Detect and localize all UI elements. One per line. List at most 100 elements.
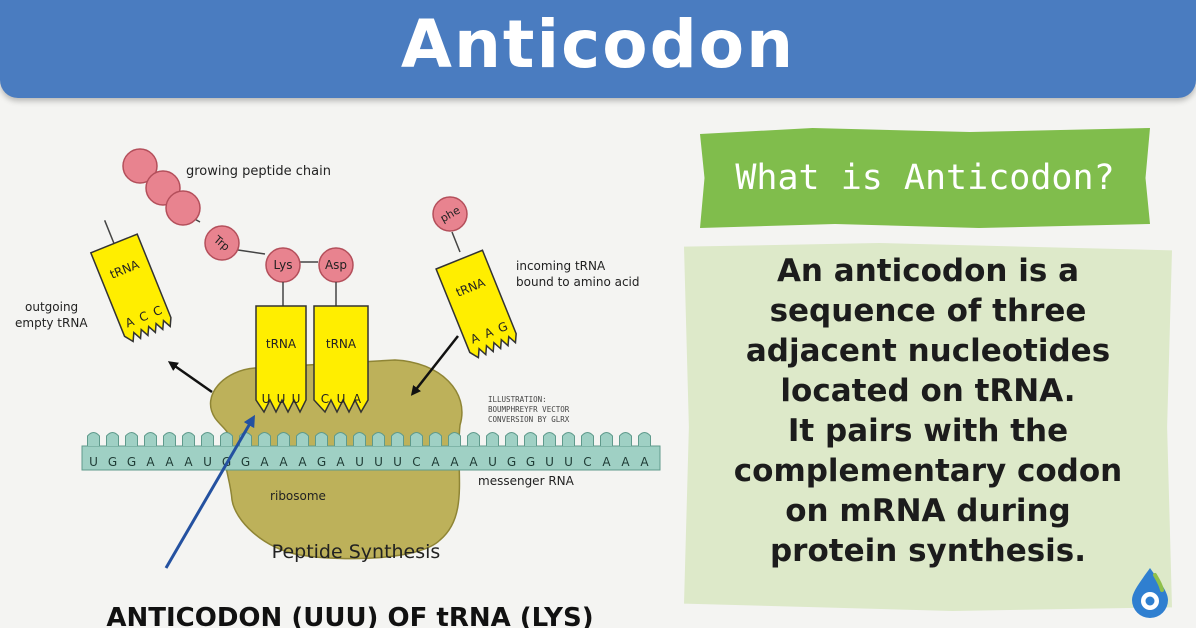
mrna-tooth bbox=[201, 432, 214, 446]
illustration-credit: ILLUSTRATION: BOUMPHREYFR VECTOR CONVERS… bbox=[488, 395, 570, 424]
definition-line: located on tRNA. bbox=[780, 373, 1076, 409]
svg-text:A: A bbox=[353, 392, 362, 406]
mrna-base: U bbox=[355, 455, 364, 469]
amino-acid-trp bbox=[204, 225, 240, 261]
mrna-base: A bbox=[621, 455, 630, 469]
mrna-tooth bbox=[315, 432, 328, 446]
arrow-outgoing bbox=[167, 361, 213, 394]
mrna-base: A bbox=[146, 455, 155, 469]
mrna-base: A bbox=[431, 455, 440, 469]
arrow-incoming bbox=[410, 335, 459, 396]
amino-label-lys: Lys bbox=[274, 258, 293, 272]
page-title: Anticodon bbox=[400, 6, 796, 83]
mrna-tooth bbox=[296, 432, 309, 446]
label-growing-peptide-chain: growing peptide chain bbox=[186, 164, 331, 179]
anticodon-base: U bbox=[277, 392, 286, 406]
definition-line: sequence of three bbox=[769, 293, 1087, 329]
mrna-tooth bbox=[277, 432, 290, 446]
mrna-tooth bbox=[410, 432, 423, 446]
definition-line: complementary codon bbox=[733, 453, 1123, 489]
anticodon-base: U bbox=[292, 392, 301, 406]
trna-asp: tRNA C U A bbox=[313, 305, 369, 414]
mrna-base: C bbox=[412, 455, 420, 469]
mrna-base: A bbox=[450, 455, 459, 469]
mrna-base: A bbox=[260, 455, 269, 469]
mrna-base: U bbox=[488, 455, 497, 469]
mrna-tooth bbox=[334, 432, 347, 446]
mrna-tooth bbox=[372, 432, 385, 446]
mrna-base: A bbox=[469, 455, 478, 469]
mrna-tooth bbox=[125, 432, 138, 446]
mrna-tooth bbox=[505, 432, 518, 446]
svg-text:BOUMPHREYFR VECTOR: BOUMPHREYFR VECTOR bbox=[488, 405, 570, 414]
mrna-tooth bbox=[353, 432, 366, 446]
mrna-base: A bbox=[298, 455, 307, 469]
mrna-base: U bbox=[374, 455, 383, 469]
mrna-base: A bbox=[336, 455, 345, 469]
definition-line: protein synthesis. bbox=[769, 533, 1087, 569]
mrna-base: G bbox=[317, 455, 326, 469]
mrna-sequence: UGGAAAUGGAAAGAUUUCAAAUGGUUCAAA bbox=[89, 455, 649, 469]
amino-acid-phe bbox=[432, 196, 468, 232]
amino-label-asp: Asp bbox=[325, 258, 347, 272]
mrna-base: C bbox=[583, 455, 591, 469]
mrna-tooth bbox=[486, 432, 499, 446]
mrna-base: G bbox=[526, 455, 535, 469]
definition-line: An anticodon is a bbox=[776, 253, 1080, 289]
mrna-base: G bbox=[127, 455, 136, 469]
mrna-tooth bbox=[144, 432, 157, 446]
mrna-base: G bbox=[108, 455, 117, 469]
label-peptide-synthesis: Peptide Synthesis bbox=[272, 541, 441, 563]
outgoing-trna: tRNA A C C bbox=[89, 220, 172, 343]
definition-line: adjacent nucleotides bbox=[745, 333, 1111, 369]
anticodon-base: U bbox=[262, 392, 271, 406]
trna-lys: tRNA U U U bbox=[255, 305, 307, 414]
svg-text:C: C bbox=[321, 392, 329, 406]
mrna-base: G bbox=[241, 455, 250, 469]
mrna-tooth bbox=[581, 432, 594, 446]
mrna-tooth bbox=[448, 432, 461, 446]
definition-line: on mRNA during bbox=[785, 493, 1071, 529]
mrna-tooth bbox=[258, 432, 271, 446]
definition-text: An anticodon is a sequence of three adja… bbox=[692, 251, 1164, 571]
peptide-synthesis-diagram: UGGAAAUGGAAAGAUUUCAAAUGGUUCAAA Trp Lys A… bbox=[15, 148, 661, 628]
question-banner bbox=[700, 128, 1150, 228]
label-bound-to-amino-acid: bound to amino acid bbox=[516, 275, 640, 289]
mrna-tooth bbox=[163, 432, 176, 446]
mrna-tooth bbox=[391, 432, 404, 446]
incoming-trna: tRNA A A G bbox=[435, 249, 517, 359]
mrna-base: U bbox=[89, 455, 98, 469]
mrna-base: A bbox=[165, 455, 174, 469]
svg-text:tRNA: tRNA bbox=[326, 337, 357, 351]
arrow-anticodon-pointer bbox=[164, 414, 256, 569]
label-incoming-trna: incoming tRNA bbox=[516, 259, 606, 273]
peptide-bead bbox=[165, 190, 201, 226]
svg-text:U: U bbox=[337, 392, 346, 406]
question-heading: What is Anticodon? bbox=[735, 158, 1115, 198]
mrna-tooth bbox=[638, 432, 651, 446]
mrna-tooth bbox=[543, 432, 556, 446]
mrna-base: U bbox=[393, 455, 402, 469]
label-messenger-rna: messenger RNA bbox=[478, 474, 575, 488]
diagram-caption: ANTICODON (UUU) OF tRNA (LYS) bbox=[106, 603, 593, 628]
mrna-base: U bbox=[564, 455, 573, 469]
trna-stem bbox=[451, 231, 461, 253]
mrna-base: A bbox=[184, 455, 193, 469]
mrna-tooth bbox=[467, 432, 480, 446]
mrna-tooth bbox=[524, 432, 537, 446]
mrna-tooth bbox=[619, 432, 632, 446]
label-empty-trna: empty tRNA bbox=[15, 316, 88, 330]
mrna-strand bbox=[81, 445, 661, 471]
mrna-tooth bbox=[106, 432, 119, 446]
mrna-tooth bbox=[220, 432, 233, 446]
definition-line: It pairs with the bbox=[787, 413, 1069, 449]
mrna-tooth bbox=[182, 432, 195, 446]
mrna-tooth bbox=[600, 432, 613, 446]
mrna-base: A bbox=[602, 455, 611, 469]
definition-panel bbox=[684, 243, 1172, 611]
mrna-codon-teeth bbox=[87, 432, 651, 446]
mrna-base: U bbox=[203, 455, 212, 469]
droplet-logo-icon bbox=[1132, 568, 1168, 618]
mrna-tooth bbox=[87, 432, 100, 446]
mrna-base: U bbox=[545, 455, 554, 469]
